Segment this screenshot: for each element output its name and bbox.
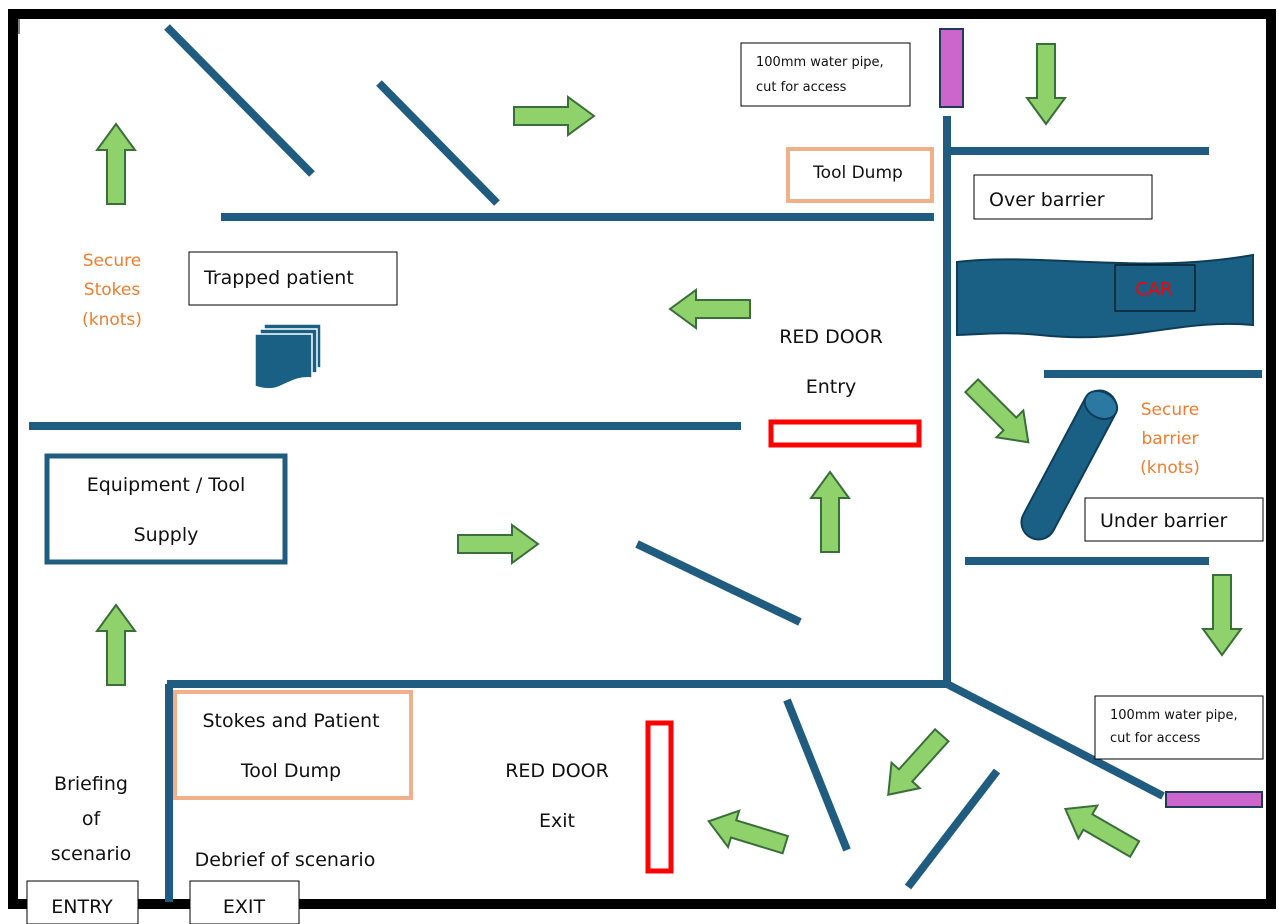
equipment-supply-text-2: Supply (134, 524, 199, 546)
pipe-top-box (740, 42, 911, 107)
stokes-tool-dump-text-1: Stokes and Patient (202, 710, 379, 732)
car-label-box (1114, 264, 1196, 312)
block-arrow-icon (513, 96, 595, 136)
tool-dump-top-box (786, 147, 934, 203)
outer-frame (8, 9, 1276, 909)
wall-diagonal-1 (164, 24, 315, 177)
secure-barrier-text-3: (knots) (1140, 458, 1200, 478)
trapped-patient-box (188, 251, 398, 306)
stokes-tool-dump-box (173, 690, 413, 800)
wall-diagonal-4 (945, 680, 1165, 800)
car-shape (956, 253, 1254, 339)
car-label: CAR (1135, 279, 1172, 300)
block-arrow-icon (1054, 791, 1146, 867)
pipe-bottom-text-1: 100mm water pipe, (1110, 708, 1238, 723)
red-door-exit-text-1: RED DOOR (505, 760, 609, 782)
stokes-tool-dump-text-2: Tool Dump (240, 760, 341, 782)
briefing-text-2: of (82, 808, 102, 830)
red-door-exit (645, 720, 674, 874)
red-door-exit-text-2: Exit (539, 810, 575, 832)
pipe-top-text-1: 100mm water pipe, (756, 55, 884, 70)
wall-diagonal-2 (376, 80, 500, 206)
red-door-entry (768, 419, 922, 448)
water-pipe-top (939, 28, 964, 108)
secure-stokes-text-1: Secure (83, 251, 141, 271)
wall-diagonal-3 (635, 540, 802, 626)
red-door-entry-text-1: RED DOOR (779, 326, 883, 348)
over-barrier-box (973, 174, 1153, 220)
red-door-entry-text-2: Entry (806, 376, 857, 398)
secure-stokes-text-3: (knots) (82, 310, 142, 330)
block-arrow-icon (810, 471, 850, 553)
wall-diagonal-5 (783, 698, 851, 852)
under-barrier-label: Under barrier (1100, 510, 1228, 532)
secure-barrier-text-1: Secure (1141, 400, 1199, 420)
briefing-text-3: scenario (51, 843, 131, 865)
pipe-bottom-text-2: cut for access (1110, 731, 1201, 746)
debrief-label: Debrief of scenario (195, 849, 376, 871)
block-arrow-icon (457, 524, 539, 564)
block-arrow-icon (957, 371, 1043, 457)
pipe-top-text-2: cut for access (756, 80, 847, 95)
stacked-documents-icon (254, 323, 322, 390)
equipment-supply-text-1: Equipment / Tool (87, 474, 246, 496)
water-pipe-bottom (1165, 791, 1263, 808)
block-arrow-icon (96, 123, 136, 205)
over-barrier-label: Over barrier (989, 189, 1105, 211)
block-arrow-icon (669, 289, 751, 329)
briefing-text-1: Briefing (54, 773, 128, 795)
trapped-patient-label: Trapped patient (203, 267, 354, 289)
secure-barrier-text-2: barrier (1141, 429, 1198, 449)
block-arrow-icon (702, 802, 792, 864)
entry-box (26, 880, 139, 924)
exit-label: EXIT (223, 896, 266, 918)
block-arrow-icon (96, 604, 136, 686)
block-arrow-icon (873, 721, 957, 809)
block-arrow-icon (1026, 43, 1066, 125)
block-arrow-icon (1202, 574, 1242, 656)
exit-box (189, 880, 300, 924)
under-barrier-box (1084, 497, 1264, 542)
wall-diagonal-6 (904, 768, 1001, 890)
tool-dump-top-label: Tool Dump (812, 163, 903, 183)
equipment-supply-box (44, 453, 288, 565)
walls (29, 24, 1262, 902)
pipe-bottom-box (1094, 695, 1264, 760)
cylinder-icon (1020, 389, 1119, 541)
entry-label: ENTRY (51, 896, 113, 918)
secure-stokes-text-2: Stokes (84, 280, 141, 300)
